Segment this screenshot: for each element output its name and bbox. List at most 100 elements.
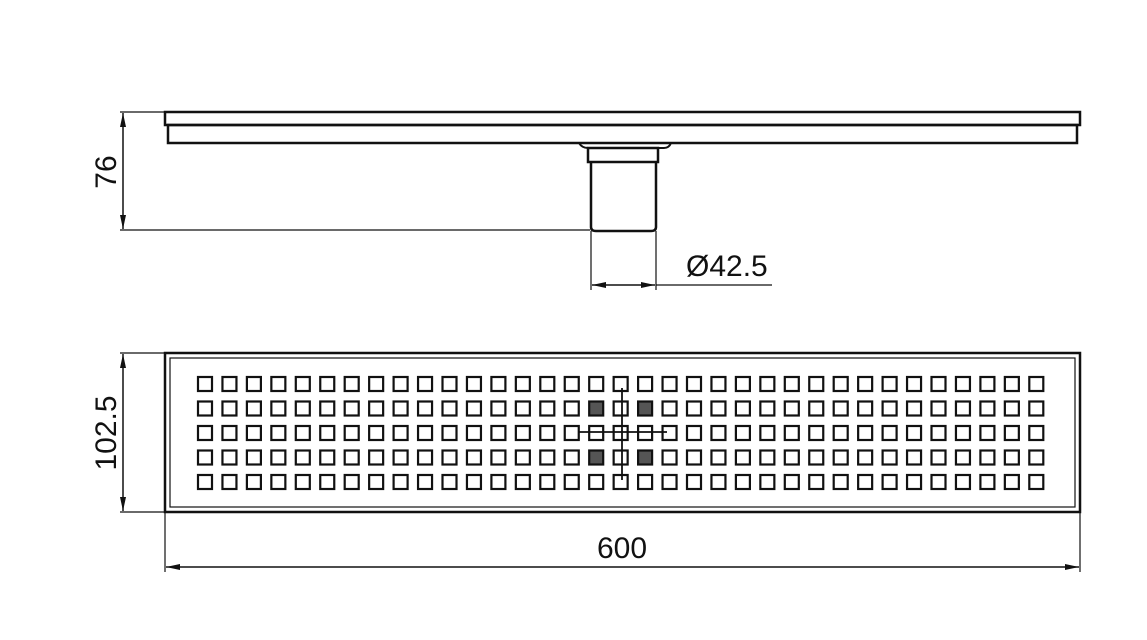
grate-hole	[612, 375, 629, 393]
grate-hole	[196, 424, 214, 442]
grate-hole	[514, 473, 531, 491]
grate-hole	[1003, 424, 1020, 442]
grate-hole	[514, 449, 531, 466]
grate-hole	[490, 424, 507, 442]
grate-hole	[905, 375, 923, 393]
grate-hole	[930, 473, 947, 491]
grate-hole	[661, 473, 678, 491]
grate-hole	[392, 400, 409, 417]
grate-hole	[808, 375, 825, 393]
grate-hole	[539, 424, 556, 442]
grate-hole	[954, 473, 972, 491]
grate-hole	[368, 424, 385, 442]
grate-hole	[783, 400, 800, 417]
grate-hole	[196, 375, 214, 393]
grate-hole	[319, 473, 336, 491]
grate-hole	[294, 375, 311, 393]
grate-hole	[636, 473, 654, 491]
grate-hole	[539, 449, 556, 466]
grate-hole	[1028, 424, 1045, 442]
grate-hole	[245, 400, 262, 417]
grate-hole	[245, 473, 262, 491]
grate-hole	[808, 449, 825, 466]
grate-hole	[685, 400, 703, 417]
grate-hole	[221, 375, 238, 393]
grate-hole	[979, 375, 996, 393]
grate-hole	[979, 424, 996, 442]
grate-hole	[759, 400, 776, 417]
grate-hole	[319, 400, 336, 417]
grate-hole	[930, 400, 947, 417]
grate-hole	[954, 375, 972, 393]
grate-hole	[441, 424, 458, 442]
grate-hole	[930, 449, 947, 466]
grate-hole	[245, 424, 262, 442]
grate-hole	[685, 375, 703, 393]
grate-hole	[1028, 400, 1045, 417]
grate-hole	[392, 449, 409, 466]
grate-hole	[734, 473, 752, 491]
grate-hole	[416, 449, 434, 466]
grate-hole	[465, 424, 483, 442]
grate-hole	[588, 400, 605, 417]
grate-hole	[319, 449, 336, 466]
grate-hole	[759, 449, 776, 466]
grate-hole	[759, 375, 776, 393]
grate-hole	[368, 375, 385, 393]
grate-hole	[661, 375, 678, 393]
grate-hole	[612, 449, 629, 466]
grate-hole	[1028, 449, 1045, 466]
grate-hole	[905, 400, 923, 417]
grate-hole	[685, 424, 703, 442]
grate-hole	[490, 473, 507, 491]
grate-hole	[783, 473, 800, 491]
grate-hole	[808, 400, 825, 417]
grate-hole	[710, 449, 727, 466]
grate-hole	[636, 400, 654, 417]
grate-hole	[905, 449, 923, 466]
grate-hole	[685, 449, 703, 466]
plan-view	[120, 351, 1082, 572]
grate-hole	[294, 449, 311, 466]
grate-hole	[783, 424, 800, 442]
grate-hole	[832, 424, 849, 442]
grate-hole	[857, 424, 874, 442]
grate-hole	[416, 400, 434, 417]
grate-hole	[1003, 400, 1020, 417]
grate-hole	[588, 424, 605, 442]
grate-hole	[368, 473, 385, 491]
grate-hole	[563, 375, 580, 393]
grate-hole	[465, 473, 483, 491]
grate-hole	[514, 424, 531, 442]
grate-hole	[539, 400, 556, 417]
grate-hole	[196, 449, 214, 466]
grate-hole	[343, 449, 360, 466]
outlet-diameter-label: Ø42.5	[686, 250, 768, 283]
width-label: 102.5	[90, 395, 123, 470]
grate-hole	[441, 375, 458, 393]
grate-hole	[392, 375, 409, 393]
grate-hole	[832, 449, 849, 466]
grate-hole	[416, 424, 434, 442]
height-label: 76	[90, 155, 123, 188]
grate-hole	[441, 449, 458, 466]
grate-hole	[343, 375, 360, 393]
grate-inner-frame	[169, 357, 1076, 508]
grate-hole	[1003, 473, 1020, 491]
grate-hole	[734, 424, 752, 442]
grate-hole	[857, 449, 874, 466]
grate-hole	[734, 375, 752, 393]
side-view	[120, 110, 1082, 290]
grate-hole	[710, 400, 727, 417]
grate-hole	[392, 424, 409, 442]
grate-hole	[221, 449, 238, 466]
grate-hole	[954, 400, 972, 417]
grate-hole	[392, 473, 409, 491]
grate-hole	[441, 473, 458, 491]
grate-holes	[196, 375, 1045, 491]
grate-hole	[832, 400, 849, 417]
grate-hole	[416, 375, 434, 393]
grate-hole	[832, 375, 849, 393]
grate-hole	[661, 400, 678, 417]
